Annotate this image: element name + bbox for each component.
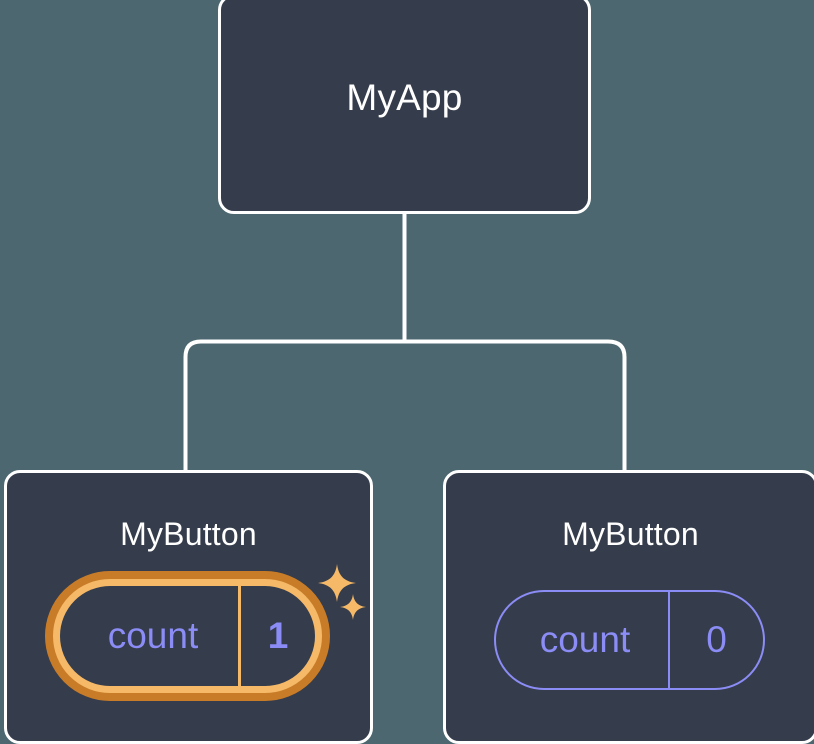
state-pill-divider [238,586,241,686]
connector-branch-bus [183,339,627,470]
state-key-label: count [539,619,631,660]
state-pill-count-highlighted[interactable]: count 1 [45,571,330,701]
node-myapp-title: MyApp [346,77,463,118]
state-key-label: count [107,615,199,656]
state-pill-divider [668,592,670,688]
node-myapp[interactable]: MyApp [218,0,591,214]
node-mybutton-left-title: MyButton [120,516,257,552]
state-pill-count-plain[interactable]: count 0 [494,590,765,690]
state-pill-inner: count 1 [60,586,315,686]
state-value-label: 0 [706,619,727,660]
node-mybutton-right-title: MyButton [562,516,699,552]
state-value-label: 1 [267,615,289,656]
